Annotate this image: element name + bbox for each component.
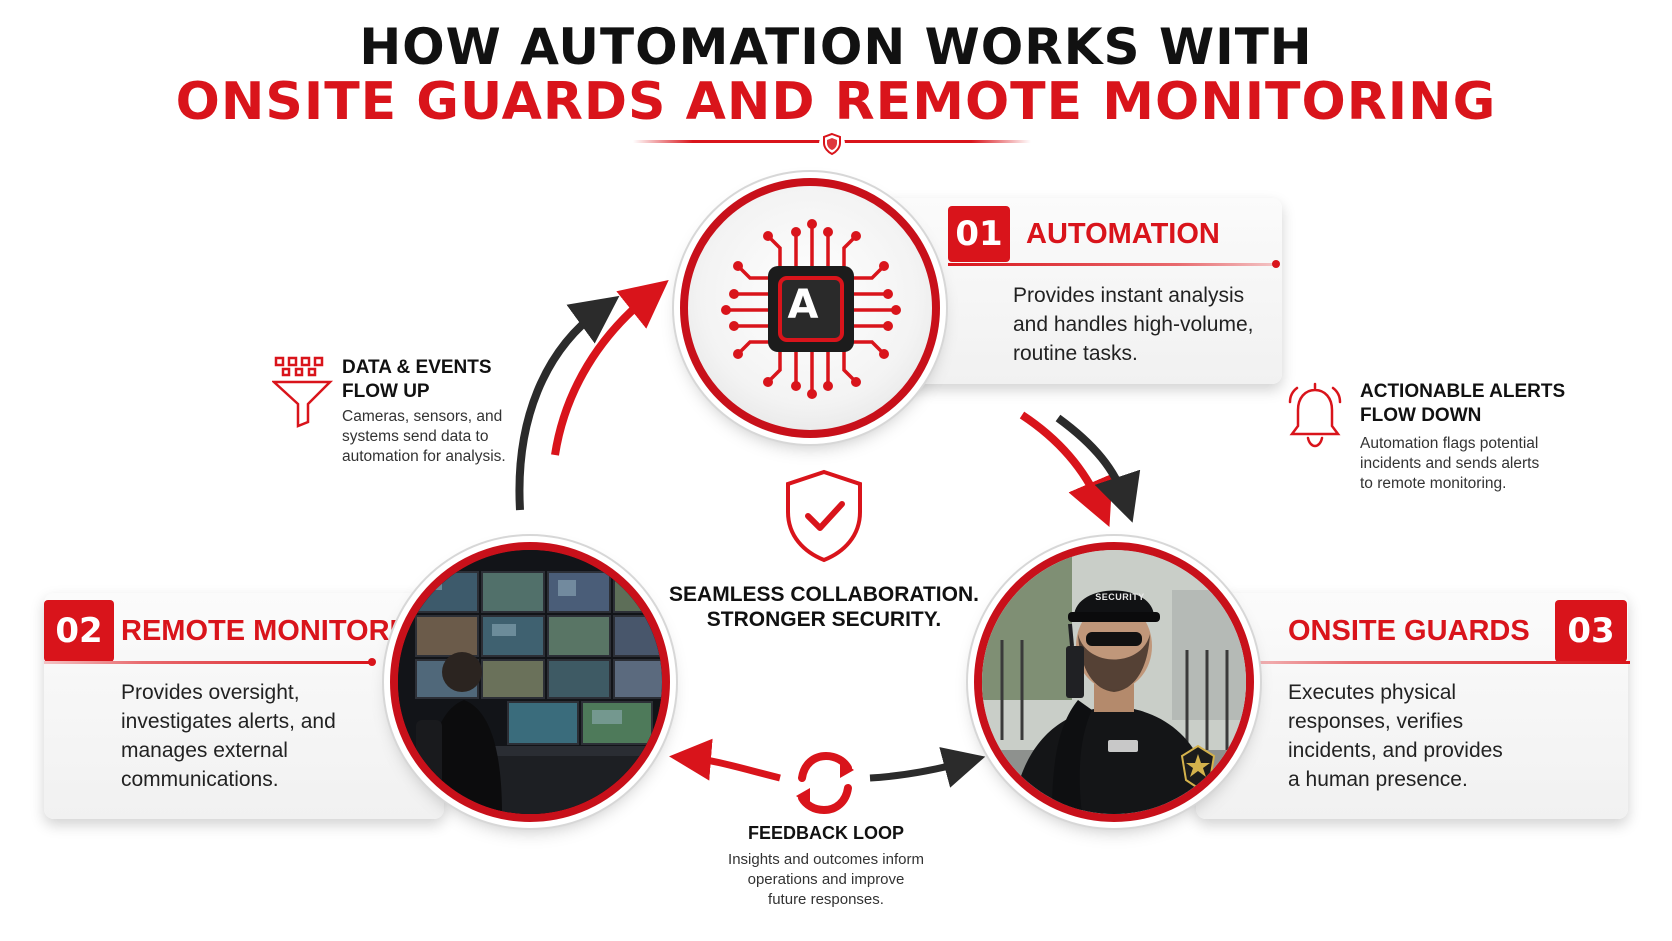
remote-monitoring-number: 02 <box>44 600 114 662</box>
control-room-illustration <box>398 550 662 814</box>
automation-title: AUTOMATION <box>1026 218 1220 250</box>
data-flow-description: Cameras, sensors, and systems send data … <box>342 408 506 465</box>
remote-monitoring-photo <box>390 542 670 822</box>
shield-icon <box>819 131 845 157</box>
funnel-icon <box>272 356 334 428</box>
remote-monitoring-rule-dot <box>368 658 376 666</box>
data-flow-title: DATA & EVENTS FLOW UP <box>342 357 492 402</box>
onsite-guards-rule <box>1236 661 1630 664</box>
feedback-loop-title: FEEDBACK LOOP <box>747 823 904 843</box>
security-guard-illustration <box>982 550 1246 814</box>
center-slogan: SEAMLESS COLLABORATION. STRONGER SECURIT… <box>669 583 979 631</box>
bell-icon <box>1288 382 1342 448</box>
title-line-2: ONSITE GUARDS AND REMOTE MONITORING <box>175 72 1497 132</box>
feedback-loop-description: Insights and outcomes inform operations … <box>728 851 924 908</box>
automation-rule-dot <box>1272 260 1280 268</box>
automation-description: Provides instant analysis and handles hi… <box>1013 284 1254 365</box>
automation-circle <box>680 178 940 438</box>
remote-monitoring-rule <box>44 661 372 664</box>
alerts-flow-title: ACTIONABLE ALERTS FLOW DOWN <box>1360 381 1566 426</box>
remote-monitoring-description: Provides oversight, investigates alerts,… <box>121 681 336 791</box>
shield-check-icon <box>786 469 862 563</box>
remote-monitoring-title: REMOTE MONITORING <box>121 615 442 647</box>
title-line-1: HOW AUTOMATION WORKS WITH <box>359 18 1313 76</box>
alerts-flow-description: Automation flags potential incidents and… <box>1360 435 1540 492</box>
guard-cap-label: SECURITY <box>1095 592 1145 602</box>
refresh-icon <box>796 751 854 815</box>
onsite-guards-description: Executes physical responses, verifies in… <box>1288 681 1503 791</box>
chip-icon <box>721 219 901 399</box>
onsite-guards-title: ONSITE GUARDS <box>1288 615 1530 647</box>
automation-card <box>880 198 1282 384</box>
onsite-guards-number: 03 <box>1555 600 1627 662</box>
automation-number: 01 <box>948 206 1010 262</box>
chip-letter: A <box>787 282 819 328</box>
onsite-guard-photo <box>974 542 1254 822</box>
automation-rule <box>948 263 1274 266</box>
